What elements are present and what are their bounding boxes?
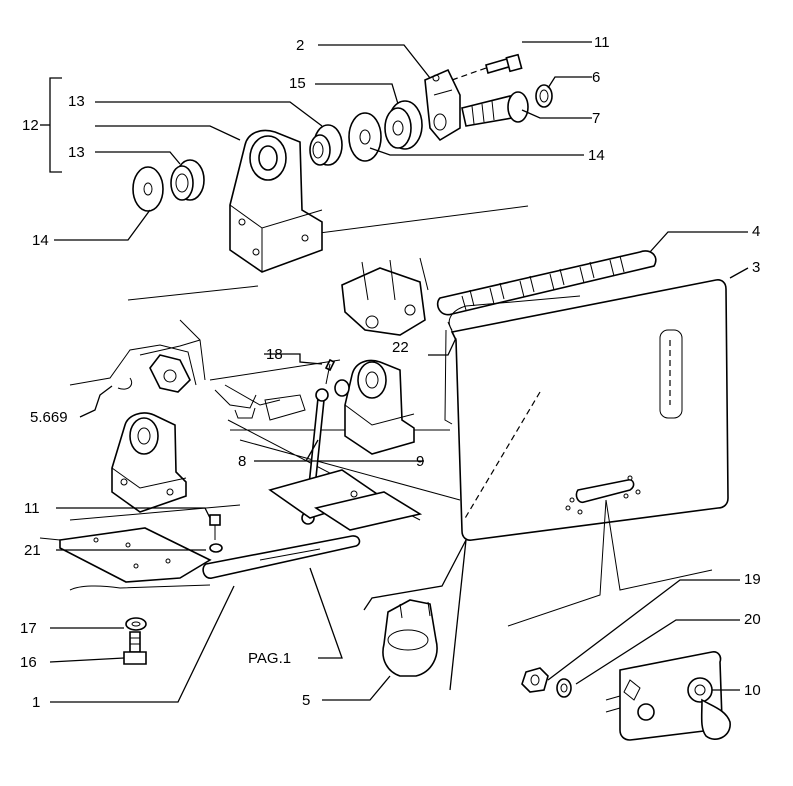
callout-16: 16 <box>20 654 37 671</box>
bearing-left <box>170 159 205 201</box>
callout-11-top: 11 <box>594 34 610 51</box>
leader-lines <box>40 41 749 703</box>
bolt-upper <box>451 53 523 81</box>
spring-washer <box>535 84 553 108</box>
bolt-lower <box>209 514 223 553</box>
callout-10: 10 <box>744 682 761 699</box>
callout-9: 9 <box>416 453 424 470</box>
callout-pag1: PAG.1 <box>248 650 291 667</box>
hinge-bar <box>436 250 657 316</box>
washer-left <box>132 166 164 212</box>
hinge-block-middle <box>344 359 415 455</box>
hinge-block-lower <box>111 412 187 513</box>
mounting-bracket <box>424 68 461 142</box>
callout-21: 21 <box>24 542 41 559</box>
roller-upper <box>384 100 423 150</box>
leader-latch <box>605 499 713 591</box>
bolt-16 <box>123 631 147 665</box>
callout-3: 3 <box>752 259 760 276</box>
leader-latch-2 <box>507 499 607 627</box>
base-plate <box>39 469 423 583</box>
washer-20 <box>556 678 572 698</box>
large-bolt <box>461 91 529 127</box>
callout-11-lower: 11 <box>24 500 40 517</box>
bottom-rail <box>69 535 361 591</box>
callout-20: 20 <box>744 611 761 628</box>
chassis-frame <box>69 205 529 521</box>
callout-labels: 2 11 15 6 13 12 7 14 13 14 4 3 22 18 5.6… <box>20 34 761 711</box>
callout-19: 19 <box>744 571 761 588</box>
callout-18: 18 <box>266 346 283 363</box>
callout-4: 4 <box>752 223 760 240</box>
callout-2: 2 <box>296 37 304 54</box>
hinge-block-upper <box>229 129 323 273</box>
callout-5669: 5.669 <box>30 409 68 426</box>
washer-upper <box>348 112 382 162</box>
clip-5 <box>382 599 438 677</box>
callout-6: 6 <box>592 69 600 86</box>
washer-17 <box>125 617 147 631</box>
callout-14-top: 14 <box>588 147 605 164</box>
callout-14-left: 14 <box>32 232 49 249</box>
callout-8: 8 <box>238 453 246 470</box>
callout-5: 5 <box>302 692 310 709</box>
bearing-upper <box>309 124 343 166</box>
callout-13-lower: 13 <box>68 144 85 161</box>
nut-19 <box>521 667 549 693</box>
latch-10 <box>605 651 731 741</box>
washer-middle <box>334 379 350 397</box>
callout-1: 1 <box>32 694 40 711</box>
callout-7: 7 <box>592 110 600 127</box>
door-panel <box>444 279 729 541</box>
callout-15: 15 <box>289 75 306 92</box>
callout-12: 12 <box>22 117 39 134</box>
callout-13-top: 13 <box>68 93 85 110</box>
callout-17: 17 <box>20 620 37 637</box>
split-pin <box>324 358 336 385</box>
callout-22: 22 <box>392 339 409 356</box>
